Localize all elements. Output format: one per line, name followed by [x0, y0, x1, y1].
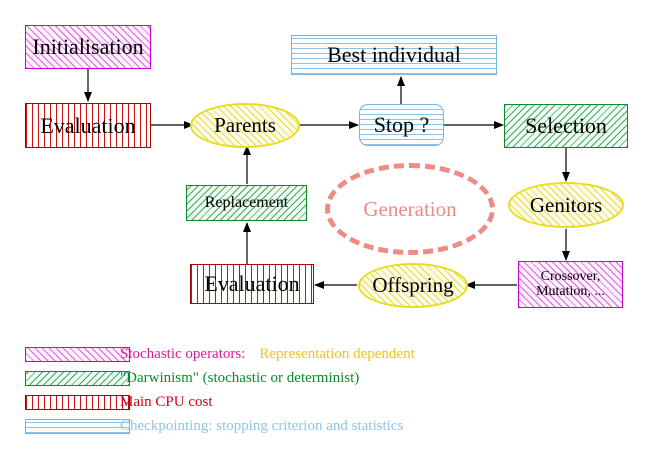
node-stop[interactable]: Stop ?	[359, 104, 444, 146]
legend-row-main-cpu-cost: Main CPU cost	[0, 390, 662, 414]
node-evaluation-top-label: Evaluation	[40, 112, 136, 138]
legend-row-checkpointing: Checkpointing: stopping criterion and st…	[0, 414, 662, 438]
node-variation[interactable]: Crossover, Mutation, ...	[518, 261, 623, 308]
node-stop-label: Stop ?	[373, 112, 430, 138]
node-evaluation-bottom[interactable]: Evaluation	[190, 264, 314, 304]
node-parents-label: Parents	[214, 113, 276, 138]
node-best-individual-label: Best individual	[327, 42, 461, 68]
legend-text-main-cpu-cost: Main CPU cost	[120, 394, 213, 411]
node-variation-label-line1: Crossover,	[540, 268, 601, 284]
node-selection-label: Selection	[525, 113, 607, 139]
node-generation-label: Generation	[363, 196, 457, 221]
legend-row-stochastic-operators: Stochastic operators: Representation depe…	[0, 342, 662, 366]
node-replacement[interactable]: Replacement	[186, 185, 307, 221]
legend-row-darwinism: "Darwinism" (stochastic or determinist)	[0, 366, 662, 390]
node-parents[interactable]: Parents	[190, 103, 300, 148]
legend-text-darwinism: "Darwinism" (stochastic or determinist)	[120, 370, 359, 387]
node-initialisation-label: Initialisation	[32, 34, 144, 60]
legend-text-main-cpu-cost-primary: Main CPU cost	[120, 393, 213, 410]
node-selection[interactable]: Selection	[504, 104, 628, 148]
node-offspring-label: Offspring	[372, 273, 454, 298]
node-initialisation[interactable]: Initialisation	[25, 25, 151, 69]
connector-layer	[84, 69, 570, 289]
legend-swatch-green	[25, 370, 130, 386]
node-evaluation-top[interactable]: Evaluation	[25, 103, 151, 148]
node-best-individual[interactable]: Best individual	[291, 35, 497, 75]
legend-swatch-magenta	[25, 346, 130, 362]
legend-swatch-blue	[25, 418, 130, 434]
node-genitors[interactable]: Genitors	[508, 182, 624, 228]
node-generation: Generation	[325, 163, 495, 255]
legend-swatch-red	[25, 394, 130, 410]
legend-text-checkpointing: Checkpointing: stopping criterion and st…	[120, 418, 403, 435]
legend-text-stochastic-operators: Stochastic operators: Representation depe…	[120, 346, 415, 363]
node-genitors-label: Genitors	[529, 192, 603, 217]
node-replacement-label: Replacement	[204, 193, 289, 211]
legend-text-checkpointing-primary: Checkpointing: stopping criterion and st…	[120, 417, 404, 434]
legend-text-darwinism-primary: "Darwinism" (stochastic or determinist)	[120, 369, 360, 386]
node-variation-label-line2: Mutation, ...	[536, 283, 605, 299]
node-evaluation-bottom-label: Evaluation	[204, 271, 300, 297]
node-offspring[interactable]: Offspring	[358, 263, 468, 308]
legend-text-stochastic-operators-primary: Stochastic operators:	[120, 345, 246, 362]
legend-text-stochastic-operators-secondary: Representation dependent	[259, 345, 415, 362]
